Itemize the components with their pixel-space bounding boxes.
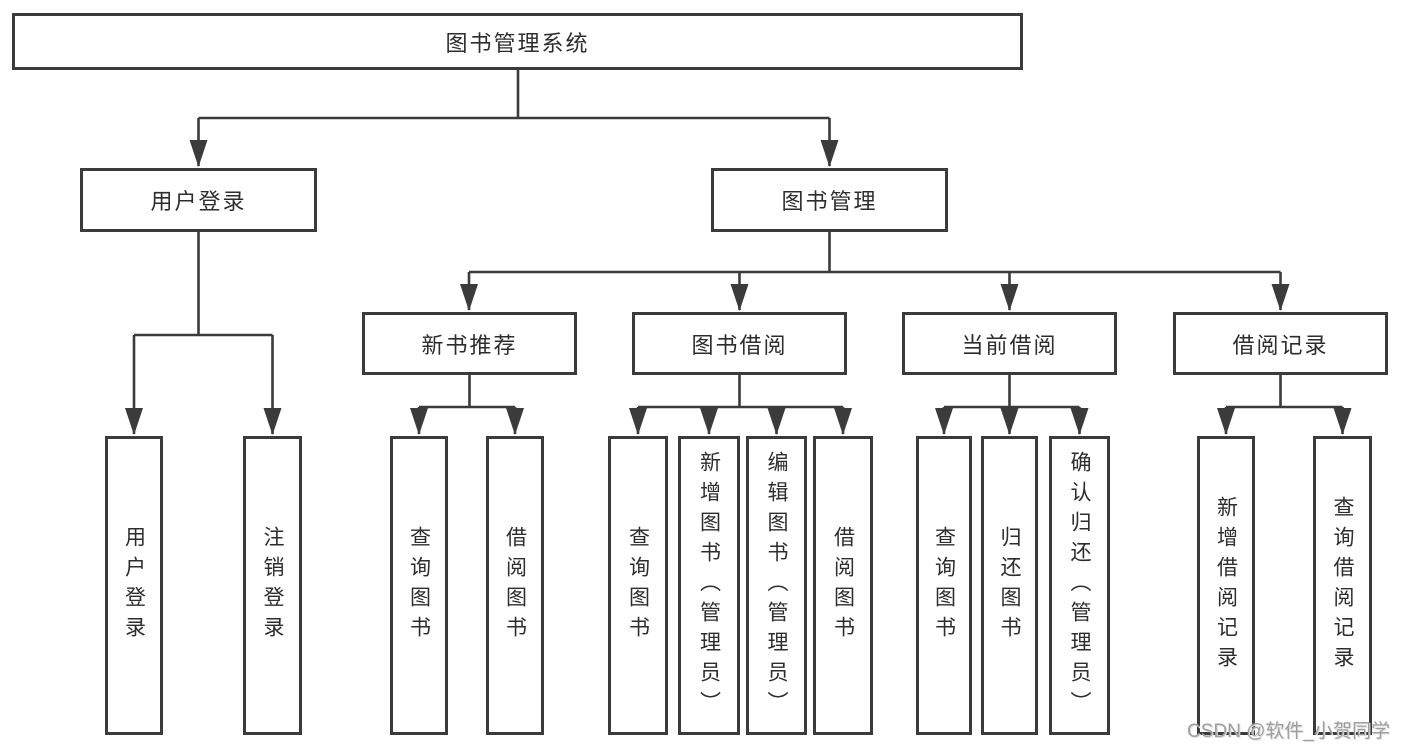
leaf-query-borrow-record: 查询借阅记录	[1313, 436, 1372, 735]
node-book-management: 图书管理	[711, 168, 948, 232]
leaf-add-books-admin: 新增图书（管理员）	[678, 436, 740, 735]
node-label: 当前借阅	[961, 332, 1058, 358]
leaf-edit-books-admin: 编辑图书（管理员）	[746, 436, 807, 735]
node-label: 图书管理	[781, 189, 878, 214]
leaf-label: 查询图书	[932, 525, 956, 646]
leaf-label: 借阅图书	[831, 525, 855, 646]
leaf-user-login: 用户登录	[105, 436, 163, 735]
node-user-login: 用户登录	[80, 168, 317, 232]
leaf-query-books-current: 查询图书	[916, 436, 972, 735]
node-new-book-recommendation: 新书推荐	[362, 312, 577, 375]
leaf-borrow-books: 借阅图书	[813, 436, 873, 735]
node-label: 新书推荐	[421, 332, 518, 358]
node-label: 图书管理系统	[445, 30, 590, 56]
node-root-library-system: 图书管理系统	[12, 13, 1023, 70]
leaf-return-books: 归还图书	[981, 436, 1038, 735]
node-label: 图书借阅	[691, 332, 788, 358]
leaf-logout: 注销登录	[243, 436, 302, 735]
node-label: 用户登录	[150, 189, 247, 214]
leaf-label: 新增借阅记录	[1214, 495, 1238, 676]
leaf-add-borrow-record: 新增借阅记录	[1197, 436, 1255, 735]
leaf-label: 查询图书	[626, 525, 650, 646]
leaf-label: 借阅图书	[503, 525, 527, 646]
leaf-confirm-return-admin: 确认归还（管理员）	[1049, 436, 1110, 735]
leaf-label: 新增图书（管理员）	[697, 450, 721, 721]
leaf-label: 确认归还（管理员）	[1068, 450, 1091, 721]
node-current-borrowing: 当前借阅	[902, 312, 1117, 375]
node-book-borrowing: 图书借阅	[632, 312, 847, 375]
node-borrowing-records: 借阅记录	[1173, 312, 1388, 375]
leaf-label: 归还图书	[998, 525, 1021, 646]
leaf-label: 编辑图书（管理员）	[765, 450, 788, 721]
leaf-query-books-recommend: 查询图书	[390, 436, 448, 735]
csdn-watermark: CSDN @软件_小贺同学	[1187, 721, 1390, 742]
leaf-query-books-borrow: 查询图书	[608, 436, 668, 735]
leaf-borrow-books-recommend: 借阅图书	[486, 436, 544, 735]
leaf-label: 查询借阅记录	[1331, 495, 1354, 676]
leaf-label: 注销登录	[261, 525, 284, 646]
leaf-label: 用户登录	[122, 525, 146, 646]
node-label: 借阅记录	[1232, 332, 1329, 358]
leaf-label: 查询图书	[407, 525, 431, 646]
